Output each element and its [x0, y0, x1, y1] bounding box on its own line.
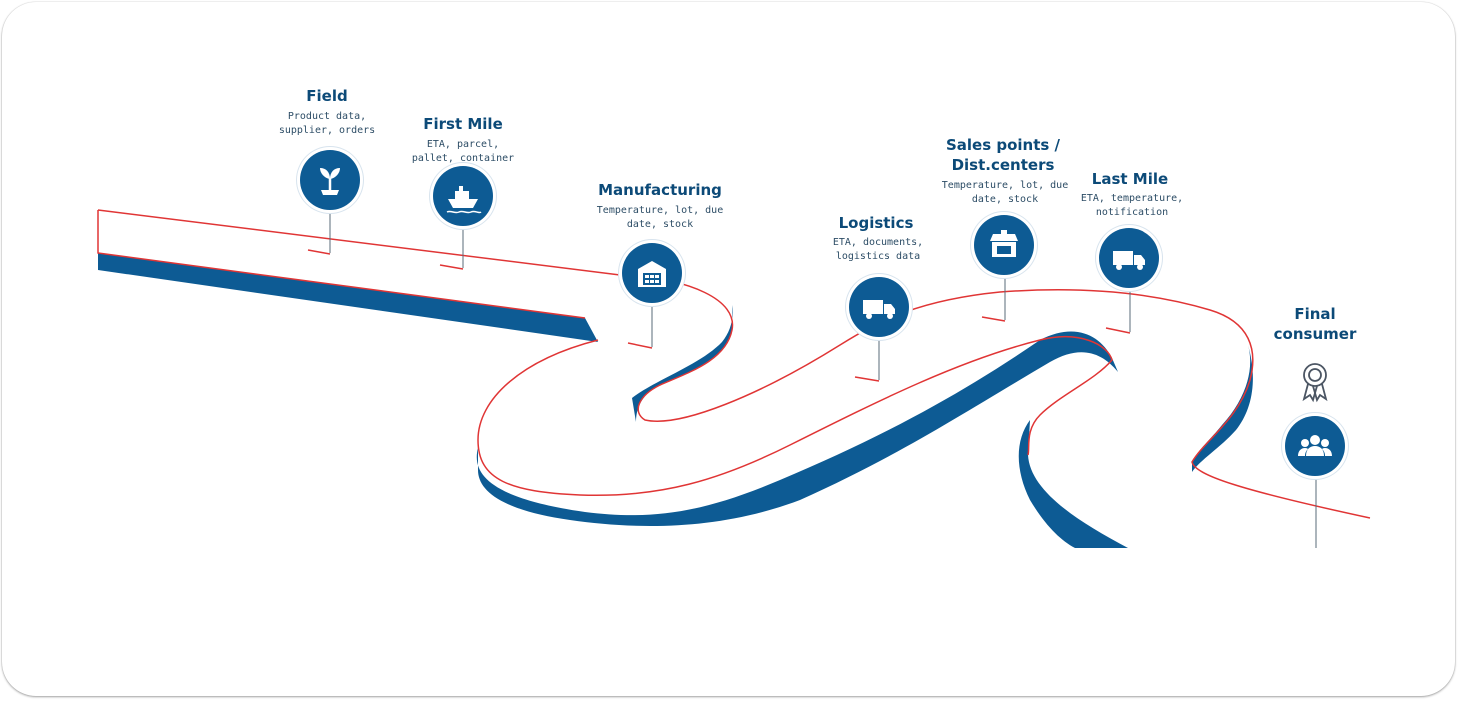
delivery-truck-icon	[1113, 251, 1145, 270]
stage-title-manufacturing: Manufacturing	[598, 181, 722, 199]
sprout-icon	[320, 168, 340, 195]
stage-title-sales-points: Sales points / Dist.centers	[945, 136, 1061, 174]
pin-first-mile	[433, 166, 493, 226]
pin-stems	[329, 203, 1317, 548]
pin-field	[300, 150, 360, 210]
stage-title-logistics: Logistics	[838, 214, 914, 232]
factory-icon	[638, 261, 666, 287]
pin-final-consumer	[1285, 416, 1345, 476]
road-wall	[98, 253, 1253, 548]
stage-desc-first-mile: ETA, parcel, pallet, container	[411, 139, 515, 164]
people-icon	[1298, 435, 1332, 456]
truck-icon	[863, 300, 895, 319]
stage-desc-logistics: ETA, documents, logistics data	[832, 237, 924, 262]
ship-icon	[446, 186, 482, 214]
stage-title-last-mile: Last Mile	[1091, 170, 1169, 188]
pin-last-mile	[1099, 228, 1159, 288]
pin-sales-points	[974, 215, 1034, 275]
stage-desc-manufacturing: Temperature, lot, due date, stock	[596, 205, 724, 230]
road-edges	[97, 209, 1371, 519]
store-icon	[990, 230, 1018, 257]
stage-desc-sales-points: Temperature, lot, due date, stock	[941, 180, 1069, 205]
stage-desc-field: Product data, supplier, orders	[278, 111, 376, 136]
stage-title-field: Field	[306, 87, 348, 105]
award-ribbon-icon	[1302, 363, 1328, 403]
pin-manufacturing	[622, 243, 682, 303]
stage-desc-last-mile: ETA, temperature, notification	[1080, 193, 1184, 218]
stage-title-final-consumer: Final consumer	[1273, 305, 1357, 343]
stage-title-first-mile: First Mile	[423, 115, 503, 133]
pin-logistics	[849, 277, 909, 337]
pin-ticks	[307, 249, 1131, 382]
